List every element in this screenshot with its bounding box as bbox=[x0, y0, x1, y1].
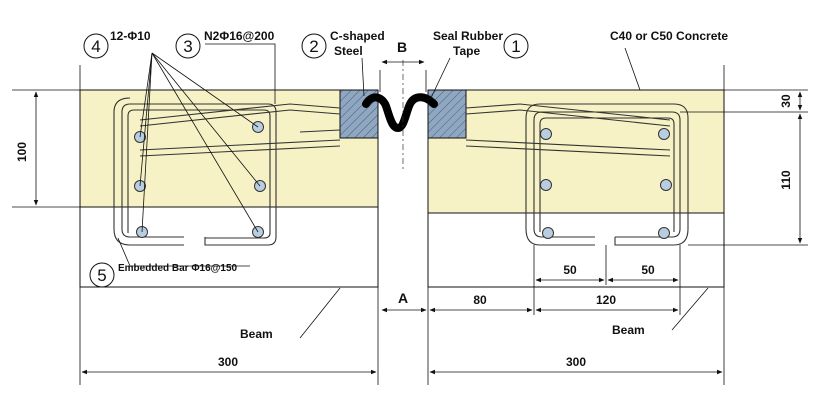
stirrup-right bbox=[525, 103, 689, 246]
label-stirrup: N2Φ16@200 bbox=[204, 29, 275, 43]
svg-text:5: 5 bbox=[97, 266, 106, 285]
callout-5: 5 bbox=[89, 262, 115, 288]
callout-1: 1 bbox=[503, 33, 529, 59]
c-steel-right bbox=[427, 89, 467, 139]
label-concrete: C40 or C50 Concrete bbox=[610, 29, 728, 43]
callout-2: 2 bbox=[301, 33, 327, 59]
svg-text:2: 2 bbox=[309, 37, 318, 56]
anchor-bars-left bbox=[139, 103, 341, 157]
label-embedded: Embedded Bar Φ16@150 bbox=[118, 263, 238, 274]
beam-right bbox=[427, 212, 725, 288]
label-seal-line1: Seal Rubber bbox=[433, 29, 503, 43]
dim-rebar-span: 120 bbox=[596, 293, 616, 307]
dim-width-left: 300 bbox=[218, 355, 238, 369]
rebar-dots-right bbox=[540, 128, 672, 239]
beam-left bbox=[79, 206, 379, 288]
callout-4: 4 bbox=[83, 33, 109, 59]
dim-half-right: 50 bbox=[641, 263, 655, 277]
label-steel-line1: C-shaped bbox=[330, 29, 385, 43]
svg-text:4: 4 bbox=[91, 37, 100, 56]
label-seal-line2: Tape bbox=[453, 44, 480, 58]
anchor-bars-right bbox=[465, 103, 671, 157]
dim-width-right: 300 bbox=[566, 355, 586, 369]
seal-rubber-tape bbox=[362, 93, 438, 133]
label-beam-right: Beam bbox=[612, 323, 645, 337]
svg-text:1: 1 bbox=[511, 37, 520, 56]
label-gap-a: A bbox=[398, 290, 408, 306]
dim-half-left: 50 bbox=[563, 263, 577, 277]
dim-right-top: 30 bbox=[779, 94, 793, 108]
svg-text:3: 3 bbox=[183, 37, 192, 56]
label-beam-left: Beam bbox=[240, 327, 273, 341]
stirrup-left bbox=[113, 97, 277, 246]
label-bars-12: 12-Φ10 bbox=[110, 29, 151, 43]
callout-3: 3 bbox=[175, 33, 201, 59]
dim-right-height: 110 bbox=[779, 170, 793, 190]
dim-offset: 80 bbox=[473, 293, 487, 307]
leader-lines bbox=[117, 43, 709, 339]
dim-left-height: 100 bbox=[15, 142, 29, 162]
dimension-lines bbox=[12, 59, 808, 385]
label-gap-b: B bbox=[397, 39, 407, 55]
label-steel-line2: Steel bbox=[334, 44, 363, 58]
